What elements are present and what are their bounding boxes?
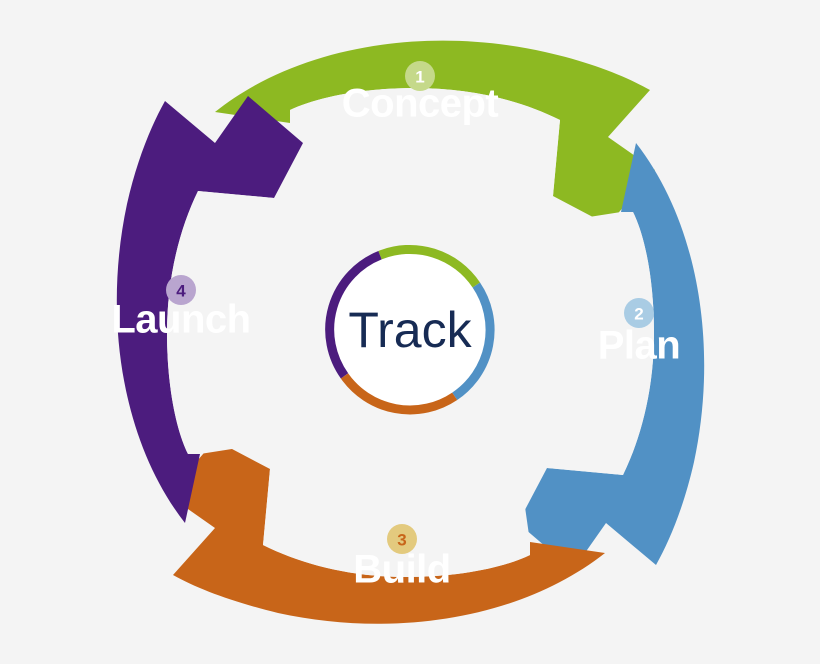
plan-label: Plan bbox=[598, 324, 680, 368]
step-plan[interactable]: 2 Plan bbox=[518, 143, 705, 570]
center-circle-fill bbox=[328, 248, 492, 412]
step-build[interactable]: 3 Build bbox=[168, 440, 605, 624]
plan-badge-number: 2 bbox=[634, 305, 643, 324]
concept-badge bbox=[405, 61, 435, 91]
ring-segment-plan bbox=[452, 282, 495, 401]
concept-badge-number: 1 bbox=[415, 68, 424, 87]
concept-label: Concept bbox=[342, 82, 499, 126]
build-arrow-inner-notch bbox=[263, 469, 530, 577]
launch-badge-number: 4 bbox=[176, 282, 186, 301]
ring-segment-concept bbox=[378, 244, 481, 288]
launch-badge bbox=[166, 275, 196, 305]
plan-arrow-shape[interactable] bbox=[518, 143, 705, 570]
launch-arrow-inner-notch bbox=[167, 191, 274, 454]
launch-arrow-shape[interactable] bbox=[116, 96, 303, 523]
build-badge bbox=[387, 524, 417, 554]
step-launch[interactable]: 4 Launch bbox=[111, 96, 303, 523]
concept-arrow-inner-notch bbox=[290, 88, 560, 196]
center-track-label: Track bbox=[348, 302, 472, 358]
build-arrow-shape[interactable] bbox=[168, 440, 605, 624]
step-concept[interactable]: 1 Concept bbox=[215, 40, 655, 225]
build-label: Build bbox=[353, 548, 450, 592]
ring-segment-build bbox=[340, 373, 458, 415]
plan-badge bbox=[624, 298, 654, 328]
launch-label: Launch bbox=[111, 298, 250, 342]
concept-arrow-shape[interactable] bbox=[215, 40, 655, 225]
build-badge-number: 3 bbox=[397, 531, 406, 550]
plan-arrow-inner-notch bbox=[547, 212, 654, 475]
center-track-ring[interactable]: Track bbox=[325, 244, 495, 415]
ring-segment-launch bbox=[325, 251, 382, 379]
